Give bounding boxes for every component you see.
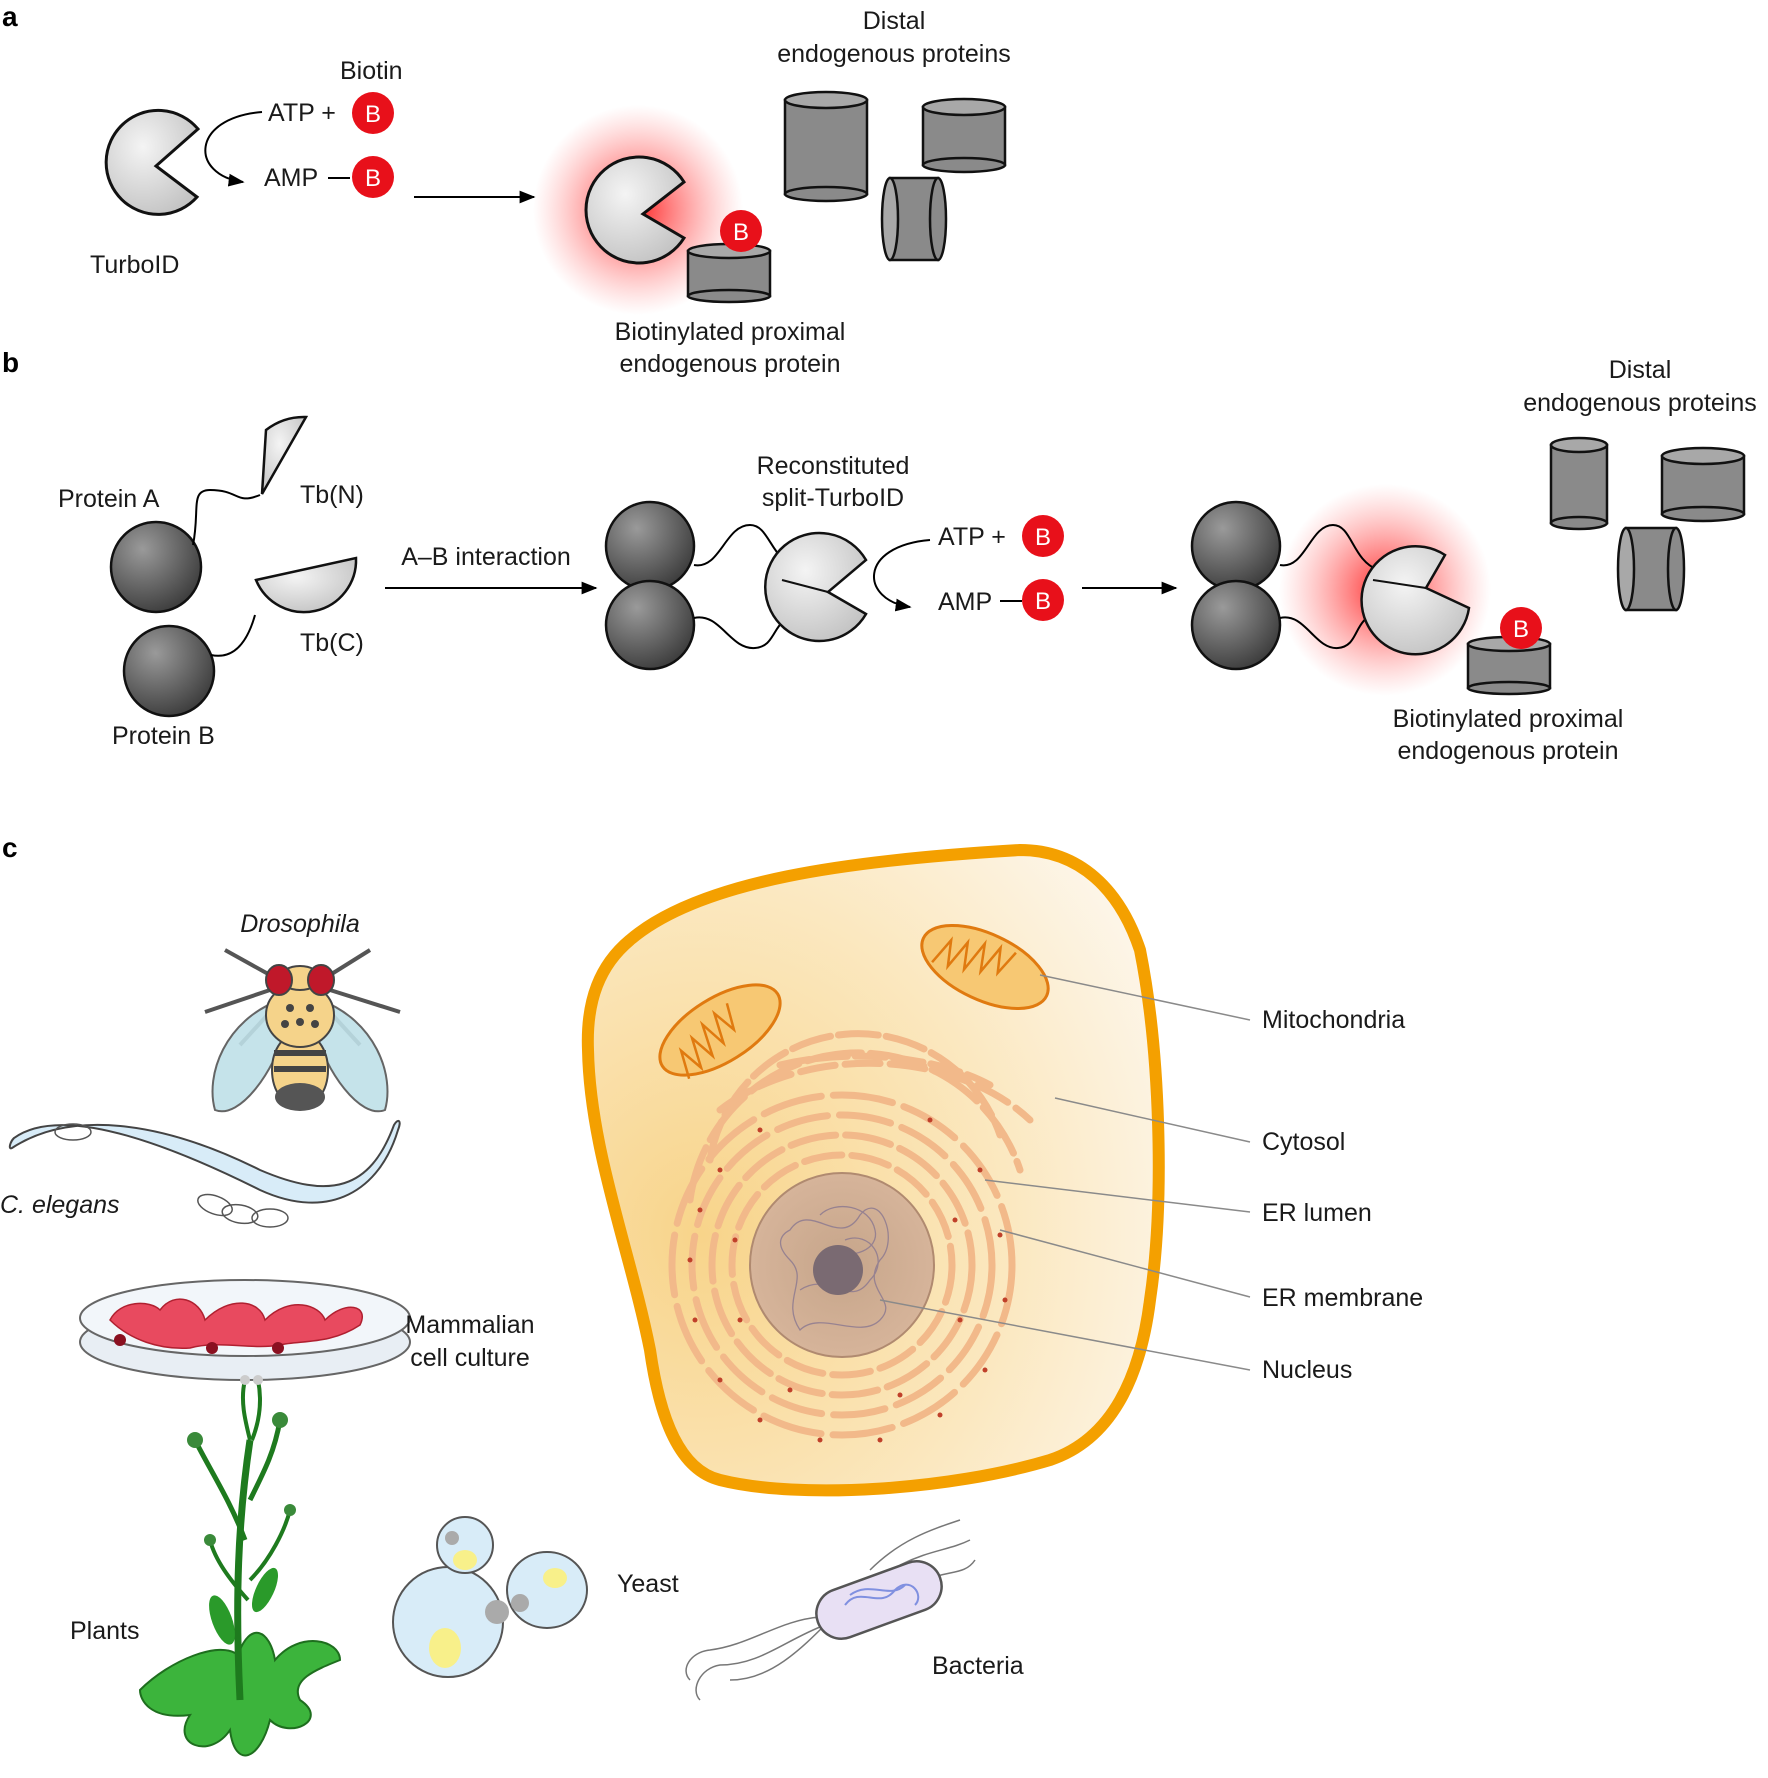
linker-b xyxy=(210,614,256,657)
linker-a-final xyxy=(1279,523,1379,571)
er-lumen-label: ER lumen xyxy=(1262,1199,1372,1227)
nucleolus xyxy=(813,1245,863,1295)
reaction-curved-arrow xyxy=(204,111,263,187)
leader-lines xyxy=(879,974,1251,1371)
split-turboid-reconstituted-icon xyxy=(764,531,868,643)
recon-label-2: split-TurboID xyxy=(762,484,904,512)
amp-label-b: AMP xyxy=(938,588,992,616)
distal-label-1: Distal xyxy=(863,7,926,35)
atp-label: ATP + xyxy=(268,99,336,127)
drosophila-label: Drosophila xyxy=(240,910,360,938)
endoplasmic-reticulum xyxy=(668,1030,1034,1439)
protein-b-sphere-final xyxy=(1190,579,1282,671)
mammalian-label-2: cell culture xyxy=(410,1344,530,1372)
cytosol-label: Cytosol xyxy=(1262,1128,1345,1156)
mitochondria-label: Mitochondria xyxy=(1262,1006,1405,1034)
c-elegans-icon xyxy=(8,1119,401,1228)
distal-label-b-2: endogenous proteins xyxy=(1523,389,1757,417)
distal-protein-cylinder-b xyxy=(1616,526,1686,612)
er-ribosomes xyxy=(687,1117,1008,1443)
amp-biotin-circle-b xyxy=(1022,579,1064,621)
yeast-icon xyxy=(392,1516,588,1678)
mitochondrion-icon xyxy=(658,983,782,1080)
turboid-label: TurboID xyxy=(90,251,179,279)
biotin-b-letter: B xyxy=(365,101,381,128)
proximal-protein-cylinder xyxy=(686,242,772,304)
er-membrane-label: ER membrane xyxy=(1262,1284,1423,1312)
cell-culture-dish-icon xyxy=(79,1279,411,1381)
amp-biotin-circle xyxy=(352,156,394,198)
panel-label-c: c xyxy=(2,832,18,863)
amp-biotin-b-letter-b: B xyxy=(1035,588,1051,615)
proximal-protein-cylinder-b xyxy=(1466,635,1552,696)
split-seam xyxy=(781,579,829,593)
protein-a-sphere xyxy=(109,520,203,614)
protein-b-label: Protein B xyxy=(112,722,215,750)
tb-c-label: Tb(C) xyxy=(300,629,364,657)
protein-a-sphere-bound xyxy=(604,500,696,592)
amp-biotin-b-letter: B xyxy=(365,165,381,192)
proximal-label-1: Biotinylated proximal xyxy=(615,318,846,346)
distal-protein-cylinder-b xyxy=(1549,436,1609,531)
distal-protein-cylinder xyxy=(921,97,1007,174)
amp-label: AMP xyxy=(264,164,318,192)
distal-protein-cylinder xyxy=(783,90,869,203)
distal-label-2: endogenous proteins xyxy=(777,40,1011,68)
celegans-label: C. elegans xyxy=(0,1191,120,1219)
protein-a-sphere-final xyxy=(1190,500,1282,592)
distal-label-b-1: Distal xyxy=(1609,356,1672,384)
linker-a xyxy=(192,488,261,546)
panel-label-b: b xyxy=(2,347,19,378)
bacteria-label: Bacteria xyxy=(932,1652,1024,1680)
panel-label-a: a xyxy=(2,1,18,32)
bacteria-icon xyxy=(685,1519,976,1701)
tb-n-fragment-icon xyxy=(260,415,309,495)
turboid-enzyme-icon xyxy=(104,108,201,216)
proximal-label-b-1: Biotinylated proximal xyxy=(1393,705,1624,733)
yeast-label: Yeast xyxy=(617,1570,679,1598)
attached-biotin-circle xyxy=(720,210,762,252)
plant-icon xyxy=(138,1375,342,1757)
turboid-active-icon xyxy=(584,155,687,265)
distal-protein-cylinder-b xyxy=(1660,446,1746,523)
tb-c-fragment-icon xyxy=(254,556,358,614)
attached-biotin-b-letter-b: B xyxy=(1513,616,1529,643)
linker-b-final xyxy=(1279,611,1379,650)
reaction-curved-arrow-b xyxy=(873,539,931,612)
distal-protein-cylinder xyxy=(880,176,948,262)
protein-b-sphere-bound xyxy=(604,579,696,671)
proximal-label-b-2: endogenous protein xyxy=(1397,737,1618,765)
protein-b-sphere xyxy=(122,624,216,718)
interaction-label: A–B interaction xyxy=(401,543,571,571)
nucleus-label: Nucleus xyxy=(1262,1356,1352,1384)
proximal-label-2: endogenous protein xyxy=(619,350,840,378)
biotin-circle-b xyxy=(1022,515,1064,557)
plants-label: Plants xyxy=(70,1617,139,1645)
split-turboid-active-icon xyxy=(1360,545,1471,656)
recon-label-1: Reconstituted xyxy=(757,452,910,480)
drosophila-icon xyxy=(204,948,401,1113)
mitochondrion-icon xyxy=(920,924,1050,1010)
atp-label-b: ATP + xyxy=(938,523,1006,551)
biotin-b-letter-b: B xyxy=(1035,524,1051,551)
mammalian-label-1: Mammalian xyxy=(405,1311,534,1339)
tb-n-label: Tb(N) xyxy=(300,481,364,509)
attached-biotin-b-letter: B xyxy=(733,219,749,246)
split-seam-final xyxy=(1372,579,1427,589)
biotin-circle xyxy=(352,92,394,134)
biotin-label: Biotin xyxy=(340,57,403,85)
protein-a-label: Protein A xyxy=(58,485,160,513)
attached-biotin-circle-b xyxy=(1500,607,1542,649)
